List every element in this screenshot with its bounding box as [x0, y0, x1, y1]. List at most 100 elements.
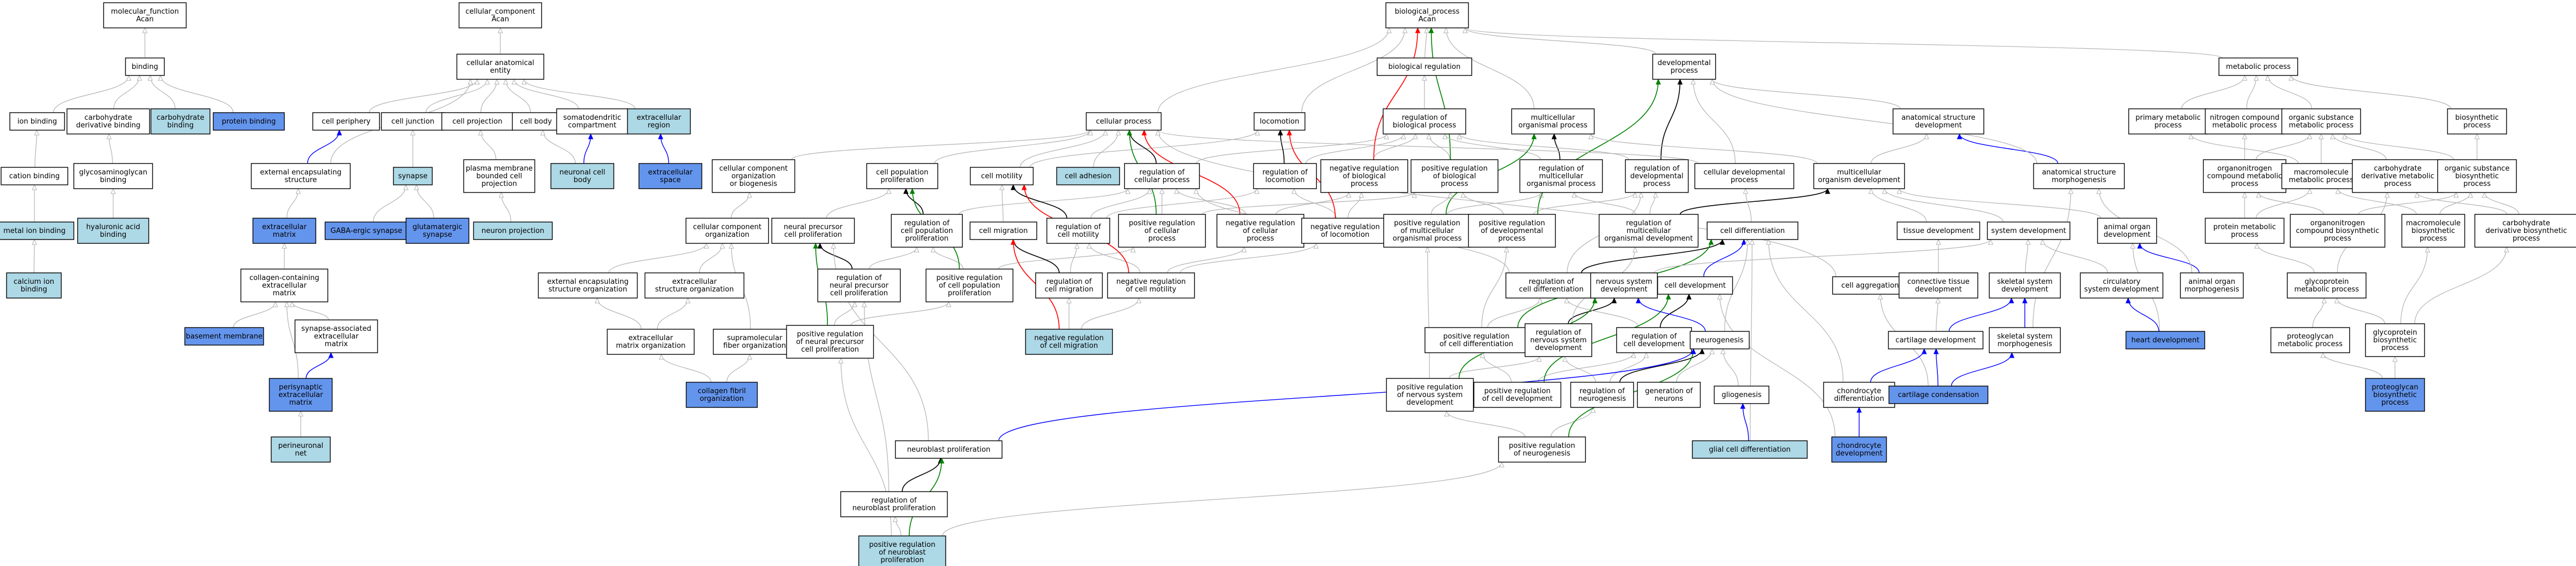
go-term-box [9, 112, 65, 131]
go-term-box [405, 218, 470, 244]
go-term-cation-binding: cation binding [1, 167, 68, 185]
go-term-label: multicellular [1539, 172, 1584, 180]
go-term-label: of cellular [1144, 227, 1180, 235]
relation-arrowhead [1411, 191, 1417, 198]
relation-edge-is-a [933, 247, 963, 270]
go-term-label: body [574, 176, 591, 184]
relation-arrowhead [1531, 133, 1537, 139]
go-term-label: process [1498, 235, 1526, 243]
go-term-box [1590, 272, 1658, 299]
relation-arrowhead [1856, 406, 1862, 413]
go-term-box [1, 167, 68, 185]
go-term-label: positive regulation [1397, 383, 1463, 392]
relation-arrowhead [1102, 129, 1108, 136]
go-term-box [0, 221, 74, 240]
go-term-cartilage-condensation: cartilage condensation [1888, 386, 1989, 404]
relation-arrowhead [1936, 238, 1941, 245]
go-term-label: regulation of [837, 274, 882, 282]
go-term-label: chondrocyte [1837, 387, 1882, 395]
go-term-cell-projection: cell projection [441, 112, 513, 131]
relation-arrowhead [1313, 242, 1319, 249]
relation-edge-is-a [726, 354, 750, 383]
relation-arrowhead [2256, 191, 2262, 198]
go-term-box [1832, 276, 1908, 295]
relation-arrowhead [1386, 27, 1392, 33]
go-term-cell-junction: cell junction [381, 112, 445, 131]
go-term-cell-periphery: cell periphery [312, 112, 380, 131]
go-term-label: somatodendritic [563, 114, 621, 122]
relation-arrowhead [1740, 402, 1746, 409]
go-term-label: cell body [520, 118, 552, 126]
go-term-label: of biological [1343, 172, 1386, 180]
go-term-box [1892, 108, 1984, 135]
relation-edge-part-of [1959, 133, 2059, 164]
go-term-label: negative regulation [1116, 278, 1185, 286]
relation-arrowhead [1010, 238, 1016, 245]
relation-arrowhead [852, 301, 857, 307]
go-term-label: collagen fibril [698, 387, 746, 395]
go-term-label: neuronal cell [559, 168, 605, 177]
relation-arrowhead [32, 184, 37, 190]
go-term-box [1888, 386, 1989, 404]
go-term-label: Acan [492, 15, 509, 24]
relation-arrowhead [2068, 188, 2073, 194]
go-term-label: compartment [568, 121, 616, 130]
relation-arrowhead [1066, 297, 1072, 304]
relation-edge-is-a [2042, 239, 2108, 273]
relation-arrowhead [1277, 129, 1283, 136]
relation-edge-is-a [1464, 27, 1657, 55]
go-term-box [1899, 272, 1978, 299]
relation-edge-is-a [1459, 133, 1629, 160]
relation-edge-is-a [34, 130, 37, 168]
relation-edge-is-a [1537, 352, 1634, 383]
go-term-label: structure organization [548, 285, 627, 294]
go-term-box [2289, 214, 2386, 248]
go-term-label: external encapsulating [547, 278, 628, 286]
go-term-label: metabolic process [2289, 121, 2354, 130]
go-term-label: development [1915, 285, 1962, 294]
go-term-box [2281, 108, 2361, 135]
go-term-box [538, 272, 638, 299]
relation-arrowhead [2008, 297, 2014, 304]
relation-edge-regulates [1679, 188, 1829, 215]
relation-arrowhead [1426, 133, 1432, 139]
relation-arrowhead [1193, 188, 1199, 194]
go-term-label: carbohydrate [2502, 219, 2550, 227]
go-term-box [1046, 218, 1111, 244]
relation-edge-positively-regulates [1543, 294, 1669, 383]
go-term-box [2365, 323, 2425, 357]
go-term-label: biosynthetic [2455, 172, 2499, 180]
relation-arrowhead [2320, 352, 2326, 358]
go-term-label: process [2324, 235, 2351, 243]
go-term-box [1511, 108, 1595, 135]
go-term-label: developmental [1657, 59, 1710, 67]
go-term-gaba-ergic-synapse: GABA-ergic synapse [324, 221, 408, 240]
relation-arrowhead [511, 78, 517, 85]
go-term-locomotion: locomotion [1253, 112, 1306, 131]
relation-arrowhead [1666, 293, 1672, 300]
relation-edge-part-of [306, 352, 331, 379]
relation-edge-is-a [1080, 297, 1140, 330]
relation-edge-part-of [998, 348, 1694, 441]
go-term-label: process [2513, 235, 2540, 243]
go-term-box [250, 163, 351, 189]
go-term-box [2205, 218, 2285, 244]
go-term-label: process [2463, 180, 2491, 188]
go-term-label: morphogenesis [2184, 285, 2239, 294]
relation-edge-part-of [1742, 403, 1749, 441]
relation-arrowhead [2288, 74, 2294, 81]
relation-edge-is-a [2484, 192, 2520, 215]
relation-arrowhead [1088, 129, 1094, 136]
relation-arrowhead [1424, 246, 1430, 253]
go-term-label: proteoglycan [2371, 383, 2418, 392]
relation-edge-is-a [2400, 247, 2428, 324]
